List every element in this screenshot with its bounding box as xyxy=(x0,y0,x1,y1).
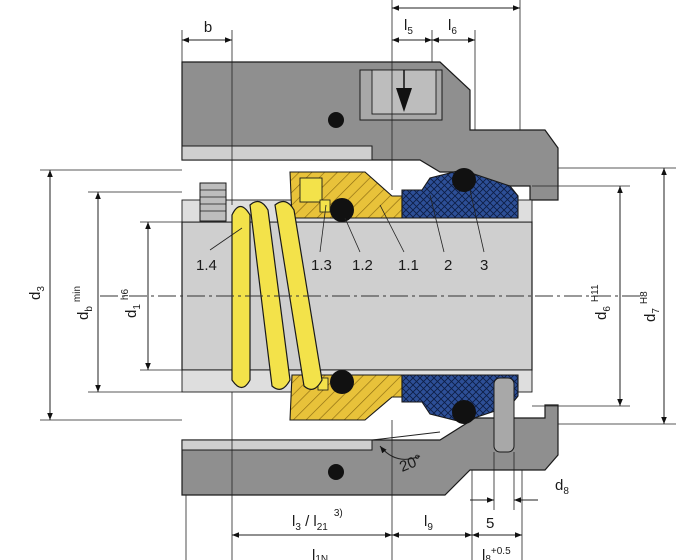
set-screw-icon xyxy=(199,182,227,222)
seat-lip-upper xyxy=(299,177,323,203)
o-ring-housing-bottom xyxy=(328,464,344,480)
o-ring-seat-bottom xyxy=(330,370,354,394)
label-b: b xyxy=(204,19,212,36)
part-label-1-1: 1.1 xyxy=(398,257,419,274)
label-l9: l9 xyxy=(424,513,433,533)
label-d8: d8 xyxy=(555,477,569,497)
part-label-1-3: 1.3 xyxy=(311,257,332,274)
leader-lines xyxy=(209,189,485,253)
o-ring-housing-top xyxy=(328,112,344,128)
label-five: 5 xyxy=(486,515,494,532)
label-l6: l6 xyxy=(448,17,457,37)
label-bottom-right: l8+0.5 xyxy=(482,546,511,560)
part-label-1-2: 1.2 xyxy=(352,257,373,274)
part-label-1-4: 1.4 xyxy=(196,257,217,274)
label-db: dbmin xyxy=(72,286,95,320)
label-d7: d7H8 xyxy=(639,291,662,322)
o-ring-carbon-top xyxy=(452,168,476,192)
angle-arc-icon xyxy=(371,431,441,460)
label-bottom-left: l1N xyxy=(312,547,328,560)
part-label-3: 3 xyxy=(480,257,488,274)
o-ring-carbon-bottom xyxy=(452,400,476,424)
o-ring-seat-top xyxy=(330,198,354,222)
dim-right xyxy=(532,167,676,425)
pin-icon xyxy=(493,377,515,453)
carbon-ring-upper xyxy=(401,169,519,219)
label-d1: d1h6 xyxy=(120,289,143,318)
spring xyxy=(231,200,323,390)
dim-left xyxy=(40,169,182,421)
flow-arrow-icon xyxy=(396,70,412,112)
part-label-2: 2 xyxy=(444,257,452,274)
label-l5: l5 xyxy=(404,17,413,37)
label-l3-l21: l3 / l213) xyxy=(292,508,343,533)
label-d3: d3 xyxy=(27,286,47,300)
dim-bottom xyxy=(185,392,538,560)
label-d6: d6H11 xyxy=(590,284,613,320)
dim-l5-l6 xyxy=(391,0,521,190)
dim-b xyxy=(181,30,233,205)
